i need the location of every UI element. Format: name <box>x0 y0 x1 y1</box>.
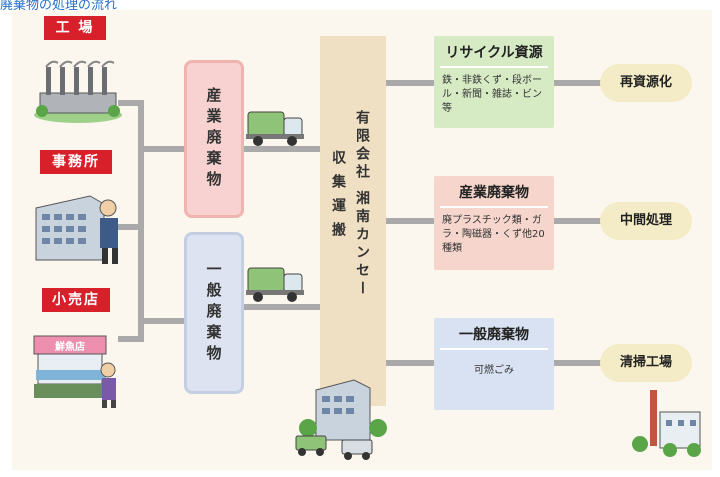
incineration-plant-icon <box>630 382 706 458</box>
result-recycling: 再資源化 <box>600 64 692 102</box>
office-building-icon <box>30 188 130 268</box>
connector-line <box>238 304 320 310</box>
truck-icon <box>244 106 308 148</box>
source-label-office: 事務所 <box>40 150 112 174</box>
general-waste-box: 一般廃棄物 <box>184 232 244 394</box>
connector-line <box>118 224 140 230</box>
result-incineration-plant: 清掃工場 <box>600 344 692 382</box>
general-destination-box: 一般廃棄物 可燃ごみ <box>434 318 554 410</box>
industrial-waste-box: 産業廃棄物 <box>184 60 244 218</box>
company-column <box>320 36 386 406</box>
connector-line <box>238 146 320 152</box>
recycle-resources-box: リサイクル資源 鉄・非鉄くず・段ボール・新聞・雑誌・ビン等 <box>434 36 554 128</box>
result-intermediate-treatment: 中間処理 <box>600 202 692 240</box>
source-label-shop: 小売店 <box>42 288 110 312</box>
general-waste-label: 一般廃棄物 <box>204 260 223 366</box>
shop-icon: 鮮魚店 <box>30 326 126 410</box>
source-label-factory: 工 場 <box>44 16 106 40</box>
company-role: 収集運搬 <box>330 150 346 246</box>
connector-line <box>386 360 434 366</box>
connector-line <box>138 100 144 342</box>
company-name: 有限会社 湘南カンセー <box>354 110 370 299</box>
connector-line <box>554 360 602 366</box>
general-destination-title: 一般廃棄物 <box>440 324 548 350</box>
truck-icon <box>244 262 308 304</box>
connector-line <box>554 218 602 224</box>
general-destination-detail: 可燃ごみ <box>474 365 514 376</box>
connector-line <box>386 80 434 86</box>
recycle-resources-title: リサイクル資源 <box>440 42 548 68</box>
connector-line <box>138 146 184 152</box>
diagram-caption: 廃棄物の処理の流れ <box>0 0 118 13</box>
connector-line <box>554 80 602 86</box>
connector-line <box>138 318 184 324</box>
connector-line <box>118 336 140 342</box>
facility-illustration <box>292 370 392 460</box>
industrial-waste-label: 産業廃棄物 <box>204 86 223 192</box>
industrial-destination-detail: 廃プラスチック類・ガラ・陶磁器・くず他20種類 <box>442 215 545 254</box>
shop-sign: 鮮魚店 <box>55 342 85 353</box>
recycle-resources-detail: 鉄・非鉄くず・段ボール・新聞・雑誌・ビン等 <box>442 75 542 114</box>
industrial-destination-title: 産業廃棄物 <box>440 182 548 208</box>
connector-line <box>118 100 140 106</box>
industrial-destination-box: 産業廃棄物 廃プラスチック類・ガラ・陶磁器・くず他20種類 <box>434 176 554 270</box>
factory-icon <box>32 55 124 125</box>
connector-line <box>386 218 434 224</box>
